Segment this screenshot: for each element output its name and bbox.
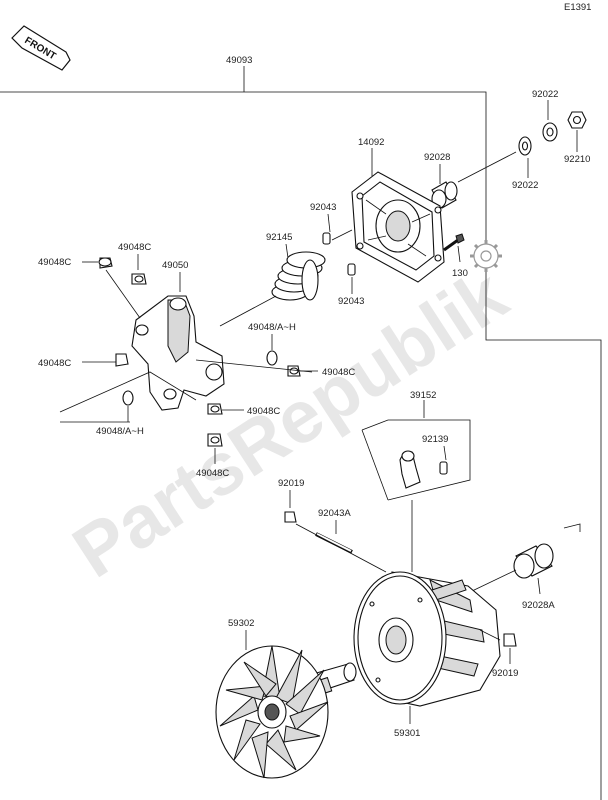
label-92210: 92210	[564, 154, 590, 165]
gear-icon	[470, 240, 502, 272]
label-92028: 92028	[424, 152, 450, 163]
label-14092: 14092	[358, 137, 384, 148]
label-92028a: 92028A	[522, 600, 555, 611]
pin-92043-lower	[347, 263, 356, 276]
bracket-49050	[131, 295, 225, 411]
label-92139: 92139	[422, 434, 448, 445]
pin-92139	[439, 461, 448, 475]
front-arrow-icon: FRONT	[11, 25, 71, 71]
label-59302: 59302	[228, 618, 254, 629]
nut-92019-top	[284, 511, 297, 523]
label-49093: 49093	[226, 55, 252, 66]
label-92043-lower: 92043	[338, 296, 364, 307]
nut-92019-bottom	[503, 633, 517, 647]
assembly-frame	[0, 91, 602, 800]
label-92043a: 92043A	[318, 508, 351, 519]
watermark: PartsRepublik	[59, 252, 522, 593]
label-49048ah-1: 49048/A~H	[248, 322, 296, 333]
label-130: 130	[452, 268, 468, 279]
bolt-130	[443, 233, 465, 252]
label-92022-top: 92022	[532, 89, 558, 100]
washer-49048ah-1	[266, 350, 278, 366]
page-code: E1391	[564, 2, 591, 13]
pin-92043a	[315, 532, 353, 554]
cover-14092	[351, 171, 445, 283]
pin-92043-upper	[322, 232, 331, 245]
label-92043-upper: 92043	[310, 202, 336, 213]
fixed-sheave-59302	[215, 645, 357, 779]
label-49048ah-2: 49048/A~H	[96, 426, 144, 437]
label-49048c-3: 49048C	[38, 358, 71, 369]
label-39152: 39152	[410, 390, 436, 401]
label-49048c-2: 49048C	[118, 242, 151, 253]
kit-39152-frame	[361, 419, 471, 501]
nut-49048c-3	[115, 353, 129, 367]
label-49048c-1: 49048C	[38, 257, 71, 268]
label-59301: 59301	[394, 728, 420, 739]
bushing-92028a	[513, 543, 554, 579]
label-49050: 49050	[162, 260, 188, 271]
washer-49048ah-2	[122, 390, 134, 406]
label-49048c-6: 49048C	[196, 468, 229, 479]
label-92019-bottom: 92019	[492, 668, 518, 679]
slider-block-39152	[399, 450, 421, 489]
label-49048c-4: 49048C	[322, 367, 355, 378]
movable-sheave-59301	[353, 571, 501, 707]
label-49048c-5: 49048C	[247, 406, 280, 417]
spring-92145	[271, 251, 326, 301]
label-92022-bottom: 92022	[512, 180, 538, 191]
label-92019-top: 92019	[278, 478, 304, 489]
label-92145: 92145	[266, 232, 292, 243]
